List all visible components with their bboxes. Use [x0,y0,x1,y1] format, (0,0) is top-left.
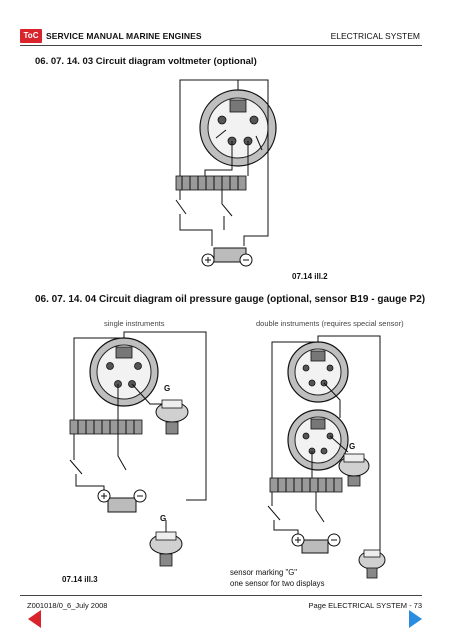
footer-rule [20,595,422,596]
section-heading-oil-pressure: 06. 07. 14. 04 Circuit diagram oil press… [35,294,426,305]
footer-doc-id: Z001018/0_6_July 2008 [27,601,108,610]
caption-single-instruments: single instruments [104,319,165,328]
sensor-marking-upper: G [164,384,171,393]
footer-page-number: Page ELECTRICAL SYSTEM - 73 [308,601,422,610]
sensor-note-line2: one sensor for two displays [230,579,325,588]
caption-double-instruments: double instruments (requires special sen… [256,319,404,328]
header-section: ELECTRICAL SYSTEM [330,31,420,41]
sensor-marking-double: G [349,442,356,451]
sensor-note-line1: sensor marking "G" [230,568,298,577]
toc-logo[interactable]: ToC [20,29,42,43]
header-title: SERVICE MANUAL MARINE ENGINES [46,31,202,41]
previous-page-arrow-icon[interactable] [28,610,41,628]
illustration-label-2: 07.14 ill.2 [292,272,328,281]
next-page-arrow-icon[interactable] [409,610,422,628]
section-heading-voltmeter: 06. 07. 14. 03 Circuit diagram voltmeter… [35,56,257,67]
header-rule [20,45,422,46]
illustration-label-3: 07.14 ill.3 [62,575,98,584]
sensor-marking-lower: G [160,514,167,523]
